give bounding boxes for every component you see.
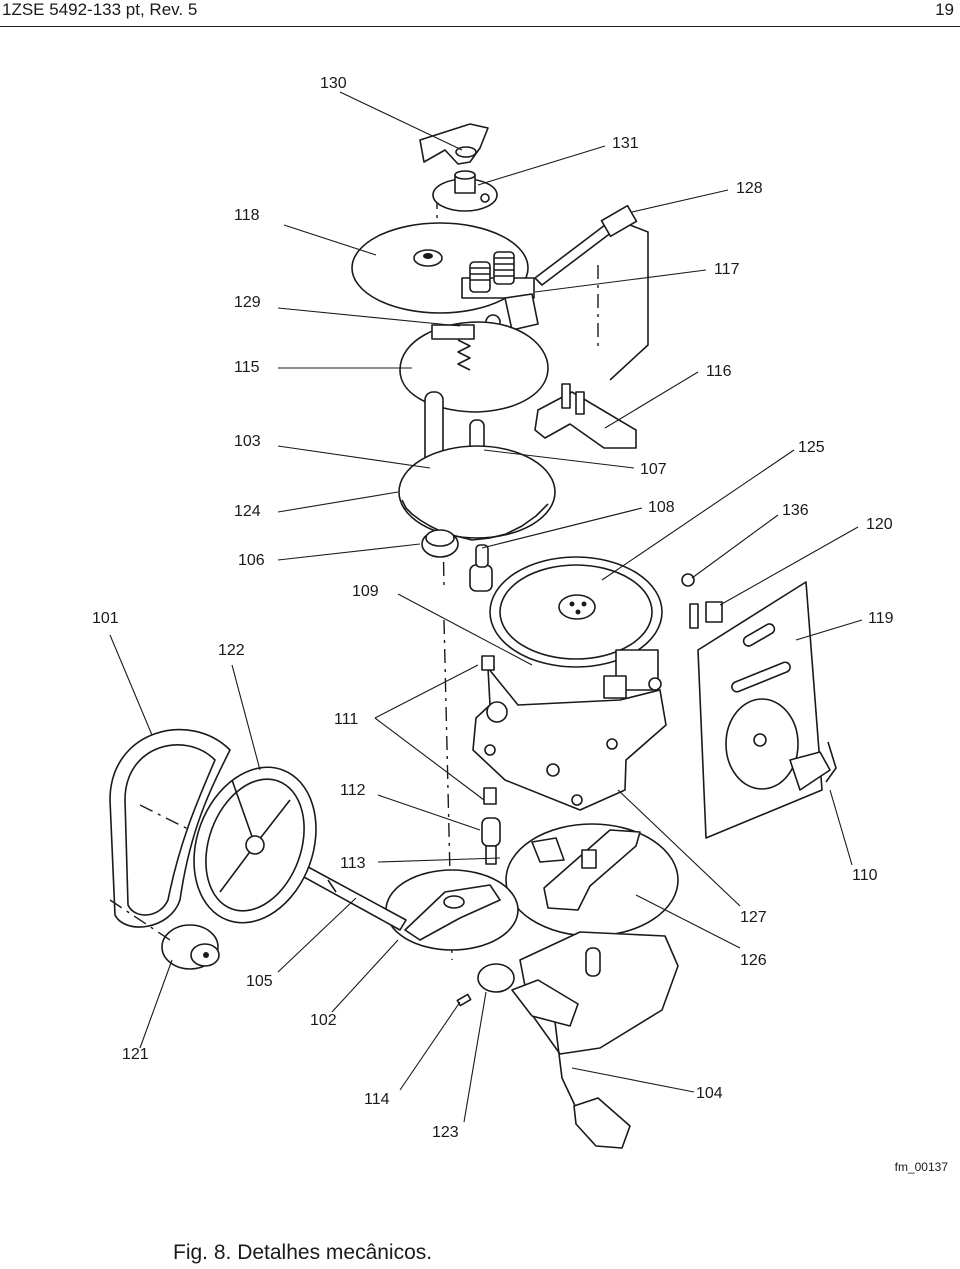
label-136: 136 <box>782 502 809 519</box>
part-123 <box>477 963 515 993</box>
label-112: 112 <box>340 782 366 799</box>
part-110 <box>789 751 831 791</box>
label-131: 131 <box>612 135 639 152</box>
drawing <box>109 123 837 1149</box>
part-112 <box>481 817 501 847</box>
label-124: 124 <box>234 503 261 520</box>
label-117: 117 <box>714 261 740 278</box>
part-101 <box>109 728 231 928</box>
label-101: 101 <box>92 610 119 627</box>
label-106: 106 <box>238 552 265 569</box>
label-119: 119 <box>868 610 894 627</box>
part-136 <box>681 573 695 587</box>
label-121: 121 <box>122 1046 149 1063</box>
housing <box>472 667 667 811</box>
label-120: 120 <box>866 516 893 533</box>
label-103: 103 <box>234 433 261 450</box>
label-102: 102 <box>310 1012 337 1029</box>
leader-lines <box>109 91 863 1123</box>
part-111b <box>483 787 497 805</box>
label-122: 122 <box>218 642 245 659</box>
header-rule <box>0 26 960 27</box>
label-125: 125 <box>798 439 825 456</box>
part-111a <box>481 655 495 671</box>
figure-caption: Fig. 8. Detalhes mecânicos. <box>173 1241 433 1264</box>
part-113 <box>443 895 465 909</box>
label-111: 111 <box>334 711 358 728</box>
label-126: 126 <box>740 952 767 969</box>
part-130 <box>419 123 489 165</box>
part-119 <box>697 581 823 839</box>
label-123: 123 <box>432 1124 459 1141</box>
label-129: 129 <box>234 294 261 311</box>
part-116 <box>534 391 637 449</box>
label-115: 115 <box>234 359 260 376</box>
part-104 <box>511 979 579 1027</box>
part-labels: 130 131 128 118 117 129 115 116 103 125 … <box>92 75 894 1141</box>
figure-file-reference: fm_00137 <box>894 1160 948 1174</box>
label-116: 116 <box>706 363 732 380</box>
part-109 <box>469 564 493 592</box>
part-120 <box>705 601 723 623</box>
label-104: 104 <box>696 1085 723 1102</box>
part-128 <box>534 224 613 286</box>
label-105: 105 <box>246 973 273 990</box>
label-113: 113 <box>340 855 366 872</box>
label-107: 107 <box>640 461 667 478</box>
document-reference: 1ZSE 5492-133 pt, Rev. 5 <box>2 0 198 19</box>
label-118: 118 <box>234 207 260 224</box>
label-108: 108 <box>648 499 675 516</box>
label-130: 130 <box>320 75 347 92</box>
label-114: 114 <box>364 1091 390 1108</box>
label-109: 109 <box>352 583 379 600</box>
label-110: 110 <box>852 867 878 884</box>
part-124 <box>398 445 556 539</box>
label-128: 128 <box>736 180 763 197</box>
page-number: 19 <box>935 0 954 19</box>
label-127: 127 <box>740 909 767 926</box>
